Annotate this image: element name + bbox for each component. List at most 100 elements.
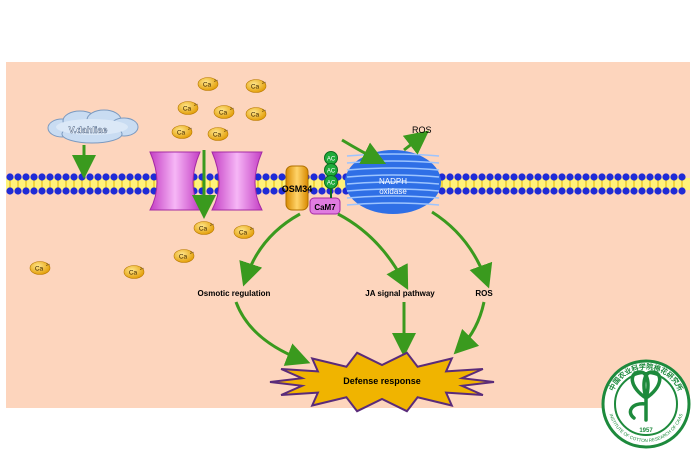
nadph-label-2: oxidase: [379, 187, 407, 196]
lipid-head: [534, 187, 542, 195]
lipid-head: [534, 173, 542, 181]
ion-charge: 2+: [140, 267, 144, 271]
lipid-head: [86, 173, 94, 181]
lipid-head: [318, 187, 326, 195]
cam7-label: CaM7: [314, 203, 336, 212]
pathway-ja-label: JA signal pathway: [365, 289, 435, 298]
lipid-head: [470, 173, 478, 181]
ac-to-nadph-arrow: [341, 138, 387, 165]
pathway-ros-label: ROS: [475, 289, 493, 298]
lipid-head: [462, 187, 470, 195]
lipid-head: [14, 173, 22, 181]
lipid-head: [470, 187, 478, 195]
lipid-head: [670, 187, 678, 195]
lipid-head: [118, 173, 126, 181]
lipid-head: [638, 187, 646, 195]
lipid-head: [54, 173, 62, 181]
lipid-head: [150, 173, 158, 181]
ion-charge: 2+: [194, 103, 198, 107]
ac-circle: [324, 175, 338, 189]
lipid-head: [206, 187, 214, 195]
lipid-head: [622, 173, 630, 181]
lipid-head: [318, 173, 326, 181]
cotton-boll-icon: [628, 370, 662, 422]
lipid-head: [334, 187, 342, 195]
lipid-head: [118, 187, 126, 195]
lipid-head: [446, 173, 454, 181]
lipid-head: [22, 187, 30, 195]
lipid-head: [646, 173, 654, 181]
lipid-head: [542, 173, 550, 181]
lipid-head: [630, 187, 638, 195]
lipid-head: [518, 173, 526, 181]
ion-label: Ca: [179, 254, 188, 261]
ion-label: Ca: [199, 226, 208, 233]
ion-label: Ca: [203, 82, 212, 89]
lipid-head: [38, 173, 46, 181]
lipid-head: [134, 173, 142, 181]
ac-label: AC: [327, 181, 336, 187]
lipid-head: [566, 187, 574, 195]
lipid-head: [110, 187, 118, 195]
lipid-head: [142, 173, 150, 181]
lipid-head: [494, 187, 502, 195]
ion-charge: 2+: [214, 79, 218, 83]
ac-label: AC: [327, 157, 336, 163]
ros-top-label: ROS: [412, 125, 432, 135]
lipid-head: [558, 187, 566, 195]
lipid-head: [126, 173, 134, 181]
lipid-head: [278, 187, 286, 195]
lipid-head: [270, 173, 278, 181]
osm34-label: OSM34: [282, 184, 313, 194]
lipid-head: [654, 173, 662, 181]
calcium-channel: [149, 151, 263, 211]
lipid-head: [94, 187, 102, 195]
lipid-head: [78, 173, 86, 181]
lipid-head: [526, 187, 534, 195]
lipid-head: [142, 187, 150, 195]
ion-label: Ca: [251, 112, 260, 119]
ion-charge: 2+: [210, 223, 214, 227]
lipid-head: [654, 187, 662, 195]
calcium-ion: Ca2+: [123, 265, 145, 279]
lipid-head: [310, 187, 318, 195]
pathogen-label: V.dahliae: [69, 125, 108, 135]
institute-logo: 中国农业科学院棉花研究所 INSTITUTE OF COTTON RESEARC…: [601, 359, 691, 449]
lipid-head: [278, 173, 286, 181]
calcium-ions: Ca2+Ca2+Ca2+Ca2+Ca2+Ca2+Ca2+Ca2+Ca2+Ca2+…: [29, 77, 267, 279]
ion-label: Ca: [219, 110, 228, 117]
nadph-label-1: NADPH: [379, 177, 407, 186]
lipid-head: [102, 173, 110, 181]
lipid-head: [102, 187, 110, 195]
lipid-head: [638, 173, 646, 181]
lipid-head: [126, 187, 134, 195]
lipid-head: [110, 173, 118, 181]
ion-charge: 2+: [250, 227, 254, 231]
lipid-head: [606, 173, 614, 181]
lipid-head: [502, 173, 510, 181]
lipid-head: [518, 187, 526, 195]
calcium-ion: Ca2+: [233, 225, 255, 239]
lipid-head: [582, 173, 590, 181]
lipid-head: [678, 187, 686, 195]
ros-release-arrow: [402, 130, 430, 155]
lipid-head: [62, 187, 70, 195]
lipid-head: [14, 187, 22, 195]
lipid-head: [606, 187, 614, 195]
lipid-head: [70, 187, 78, 195]
lipid-head: [86, 187, 94, 195]
ion-label: Ca: [129, 270, 138, 277]
defense-label: Defense response: [343, 376, 421, 386]
lipid-head: [78, 187, 86, 195]
calcium-ion: Ca2+: [197, 77, 219, 91]
lipid-head: [30, 173, 38, 181]
ion-charge: 2+: [262, 81, 266, 85]
lipid-head: [510, 173, 518, 181]
lipid-head: [622, 187, 630, 195]
lipid-head: [454, 187, 462, 195]
nadph-oxidase: [345, 150, 441, 214]
osmotic-to-defense-arrow: [234, 301, 311, 366]
